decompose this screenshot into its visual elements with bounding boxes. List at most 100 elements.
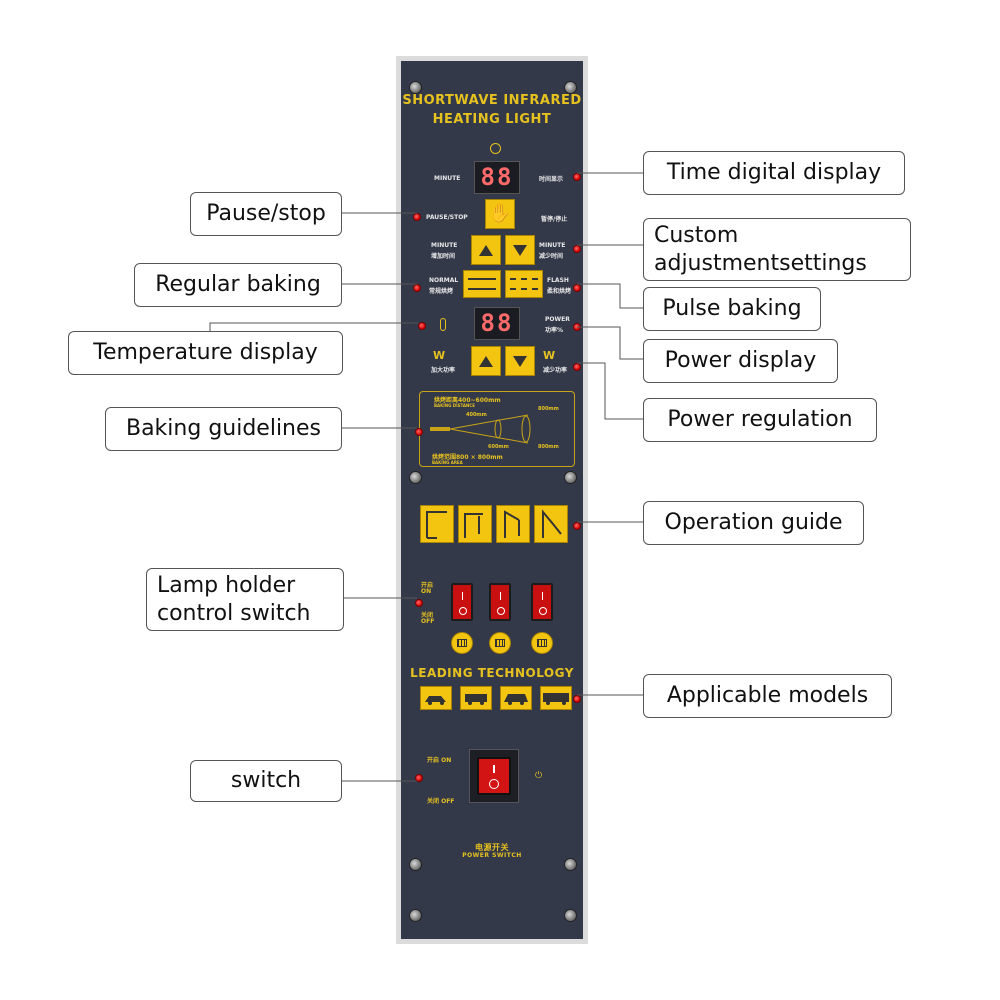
pause-stop-label: PAUSE/STOP xyxy=(426,214,468,221)
callout-lamp-line2: control switch xyxy=(157,600,311,626)
pause-stop-indicator xyxy=(413,213,421,221)
w-decrease-label: W xyxy=(543,349,556,362)
switch-i-mark xyxy=(493,765,495,773)
power-decrease-button[interactable] xyxy=(505,346,535,376)
baking-distance-en: BAKING DISTANCE xyxy=(434,403,475,408)
solid-lines-icon xyxy=(468,278,496,290)
callout-custom-adjustment: Custom adjustmentsettings xyxy=(643,218,911,281)
switch-o-mark xyxy=(489,779,499,789)
callout-applicable-models: Applicable models xyxy=(643,674,892,718)
operation-step-2-icon xyxy=(458,505,492,543)
flash-label: FLASH xyxy=(547,277,569,284)
on-cn-label: 开启 xyxy=(421,582,434,589)
minute-decrease-button[interactable] xyxy=(505,235,535,265)
power-increase-button[interactable] xyxy=(471,346,501,376)
callout-operation-guide: Operation guide xyxy=(643,501,864,545)
normal-baking-indicator xyxy=(413,284,421,292)
normal-label: NORMAL xyxy=(429,277,459,284)
baking-distance-cn: 烘烤距离400~600mm xyxy=(434,397,501,404)
main-on-label: 开启 ON xyxy=(427,755,451,764)
screw-icon xyxy=(564,858,577,871)
custom-adjust-indicator xyxy=(573,245,581,253)
callout-baking-guidelines: Baking guidelines xyxy=(105,407,342,451)
time-display-label: 时间显示 xyxy=(539,176,564,183)
pause-stop-button[interactable]: ✋ xyxy=(485,199,515,229)
pause-stop-cn-label: 暂停/停止 xyxy=(541,216,568,223)
power-label: POWER xyxy=(545,316,570,323)
lamp-holder-switch-2[interactable] xyxy=(489,583,511,621)
arrow-up-icon xyxy=(479,244,493,256)
callout-pause-stop: Pause/stop xyxy=(190,192,342,236)
screw-icon xyxy=(409,81,422,94)
main-off-label: 关闭 OFF xyxy=(427,796,454,805)
thermometer-icon xyxy=(440,318,446,331)
minute-increase-label: MINUTE xyxy=(431,242,458,249)
guide-800mm-bottom: 800mm xyxy=(538,444,559,450)
power-switch-en: POWER SWITCH xyxy=(462,852,522,859)
operation-step-4-icon xyxy=(534,505,568,543)
power-regulation-indicator xyxy=(573,363,581,371)
screw-icon xyxy=(564,81,577,94)
callout-lamp-holder: Lamp holder control switch xyxy=(146,568,344,631)
screw-icon xyxy=(409,909,422,922)
normal-baking-button[interactable] xyxy=(463,270,501,298)
w-increase-label: W xyxy=(433,349,446,362)
lamp-head-2-icon xyxy=(489,632,511,654)
power-cn-label: 功率% xyxy=(545,327,564,334)
guide-400mm: 400mm xyxy=(466,412,487,418)
callout-power-regulation: Power regulation xyxy=(643,398,877,442)
panel-title-line2: HEATING LIGHT xyxy=(432,112,552,127)
flash-baking-button[interactable] xyxy=(505,270,543,298)
main-off-cn: 关闭 xyxy=(427,798,440,805)
main-on-en: ON xyxy=(441,757,452,764)
callout-regular-baking: Regular baking xyxy=(134,263,342,307)
power-display-indicator xyxy=(573,323,581,331)
baking-area-cn: 烘烤范围800 × 800mm xyxy=(432,454,503,461)
callout-time-digital-display: Time digital display xyxy=(643,151,905,195)
arrow-up-icon xyxy=(479,355,493,367)
off-en-label: OFF xyxy=(421,618,435,625)
callout-pulse-baking: Pulse baking xyxy=(643,287,821,331)
dashed-lines-icon xyxy=(510,278,538,290)
callout-custom-line2: adjustmentsettings xyxy=(654,250,867,276)
callout-custom-line1: Custom xyxy=(654,223,739,248)
baking-guideline-box: 烘烤距离400~600mm BAKING DISTANCE 400mm 800m… xyxy=(419,391,575,467)
off-cn-label: 关闭 xyxy=(421,612,434,619)
time-digital-display: 88 xyxy=(474,161,520,194)
callout-switch: switch xyxy=(190,760,342,802)
lamp-holder-indicator xyxy=(415,599,423,607)
lamp-holder-switch-1[interactable] xyxy=(451,583,473,621)
car-model-icon xyxy=(420,686,452,710)
clock-icon xyxy=(490,143,501,154)
bus-model-icon xyxy=(540,686,572,710)
lamp-holder-switch-3[interactable] xyxy=(531,583,553,621)
main-power-switch[interactable] xyxy=(477,757,511,795)
guide-600mm: 600mm xyxy=(488,444,509,450)
hand-stop-icon: ✋ xyxy=(488,203,512,224)
w-increase-cn: 加大功率 xyxy=(431,367,456,374)
power-switch-cn: 电源开关 xyxy=(475,843,509,852)
operation-guide-indicator xyxy=(573,522,581,530)
main-switch-indicator xyxy=(415,774,423,782)
normal-cn-label: 常规烘烤 xyxy=(429,288,454,295)
van-model-icon xyxy=(460,686,492,710)
screw-icon xyxy=(409,858,422,871)
time-display-indicator xyxy=(573,173,581,181)
control-panel: SHORTWAVE INFRARED HEATING LIGHT MINUTE … xyxy=(396,56,588,944)
minute-label: MINUTE xyxy=(434,175,461,182)
leading-technology-label: LEADING TECHNOLOGY xyxy=(410,666,574,680)
screw-icon xyxy=(564,471,577,484)
screw-icon xyxy=(564,909,577,922)
main-off-en: OFF xyxy=(441,798,455,805)
minute-increase-button[interactable] xyxy=(471,235,501,265)
screw-icon xyxy=(409,471,422,484)
guide-800mm-top: 800mm xyxy=(538,406,559,412)
lamp-head-1-icon xyxy=(451,632,473,654)
baking-cone-diagram xyxy=(430,414,531,444)
power-digital-display: 88 xyxy=(474,307,520,340)
panel-title-line1: SHORTWAVE INFRARED xyxy=(402,93,582,108)
power-symbol-icon: ⏻ xyxy=(535,771,543,781)
applicable-models-indicator xyxy=(573,695,581,703)
operation-step-1-icon xyxy=(420,505,454,543)
minute-decrease-cn: 减少时间 xyxy=(539,253,564,260)
